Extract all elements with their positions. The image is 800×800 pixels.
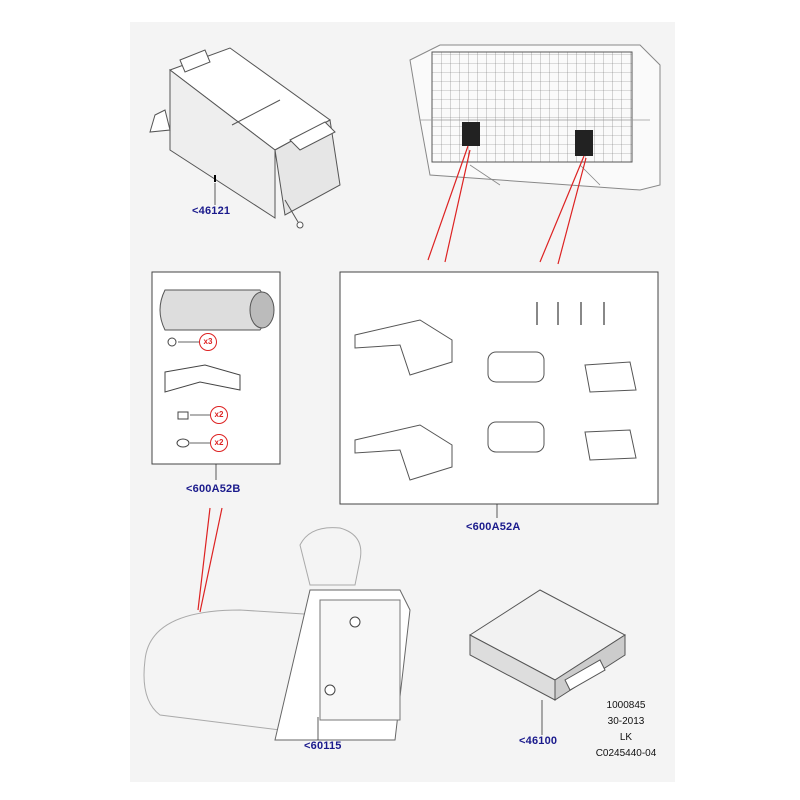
cargo-guard-drawing	[409, 44, 661, 191]
ref-line-2: 30-2013	[607, 716, 645, 727]
ref-line-1: 1000845	[606, 700, 646, 711]
kit-b-panel	[151, 271, 281, 465]
storage-box-drawing	[149, 47, 341, 229]
part-label-46100[interactable]: <46100	[519, 735, 558, 747]
kit-a-panel	[339, 271, 659, 505]
cargo-guard-leaders	[427, 145, 587, 265]
qty-x3: x3	[203, 337, 213, 346]
kit-b-red-leaders	[197, 507, 223, 613]
qty-x2-a: x2	[214, 410, 224, 419]
ref-line-3: LK	[619, 732, 633, 743]
qty-ring	[210, 434, 228, 452]
seat-drawing	[143, 527, 411, 741]
part-label-60115[interactable]: <60115	[304, 740, 342, 752]
case-drawing	[469, 589, 626, 701]
qty-x2-b: x2	[214, 438, 224, 447]
ref-line-4: C0245440-04	[595, 748, 657, 759]
part-label-46121[interactable]: <46121	[192, 205, 231, 217]
part-label-600a52a[interactable]: <600A52A	[466, 521, 521, 533]
qty-ring	[210, 406, 228, 424]
qty-ring	[199, 333, 217, 351]
part-label-600a52b[interactable]: <600A52B	[186, 483, 241, 495]
